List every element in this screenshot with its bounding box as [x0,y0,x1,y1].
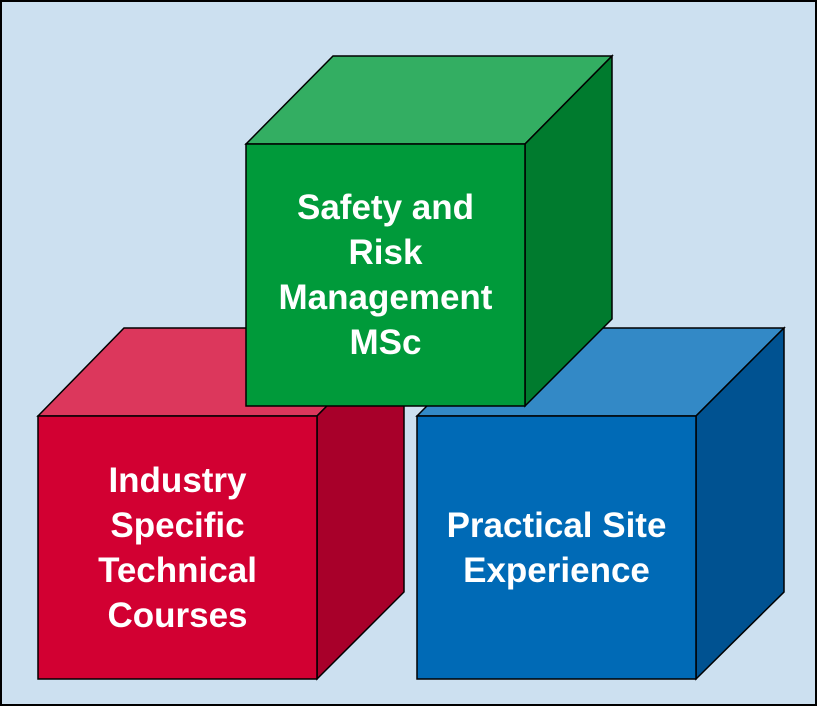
cube-safety-label-line: Safety and [297,188,474,227]
cube-industry-label-line: Specific [110,505,245,545]
cube-safety-label-line: Risk [348,233,423,272]
cube-industry-label: Industry Specific Technical Courses [38,416,317,679]
cube-safety-front-face [245,143,526,407]
cube-safety [244,54,614,408]
cube-practical-label-line: Experience [463,550,650,590]
cube-industry-front-face [37,415,318,680]
cube-practical-front-face [416,415,697,680]
cube-safety-label-line: MSc [349,323,422,362]
cube-practical [415,326,786,681]
cube-industry-label-line: Technical [98,550,257,590]
cube-practical-label-line: Practical Site [446,505,667,545]
cube-safety-label-line: Management [278,278,493,317]
cube-industry-label-line: Courses [107,595,248,635]
cube-safety-label: Safety and Risk Management MSc [246,144,525,406]
cube-industry-label-line: Industry [108,460,247,500]
cube-practical-label: Practical Site Experience [417,416,696,679]
